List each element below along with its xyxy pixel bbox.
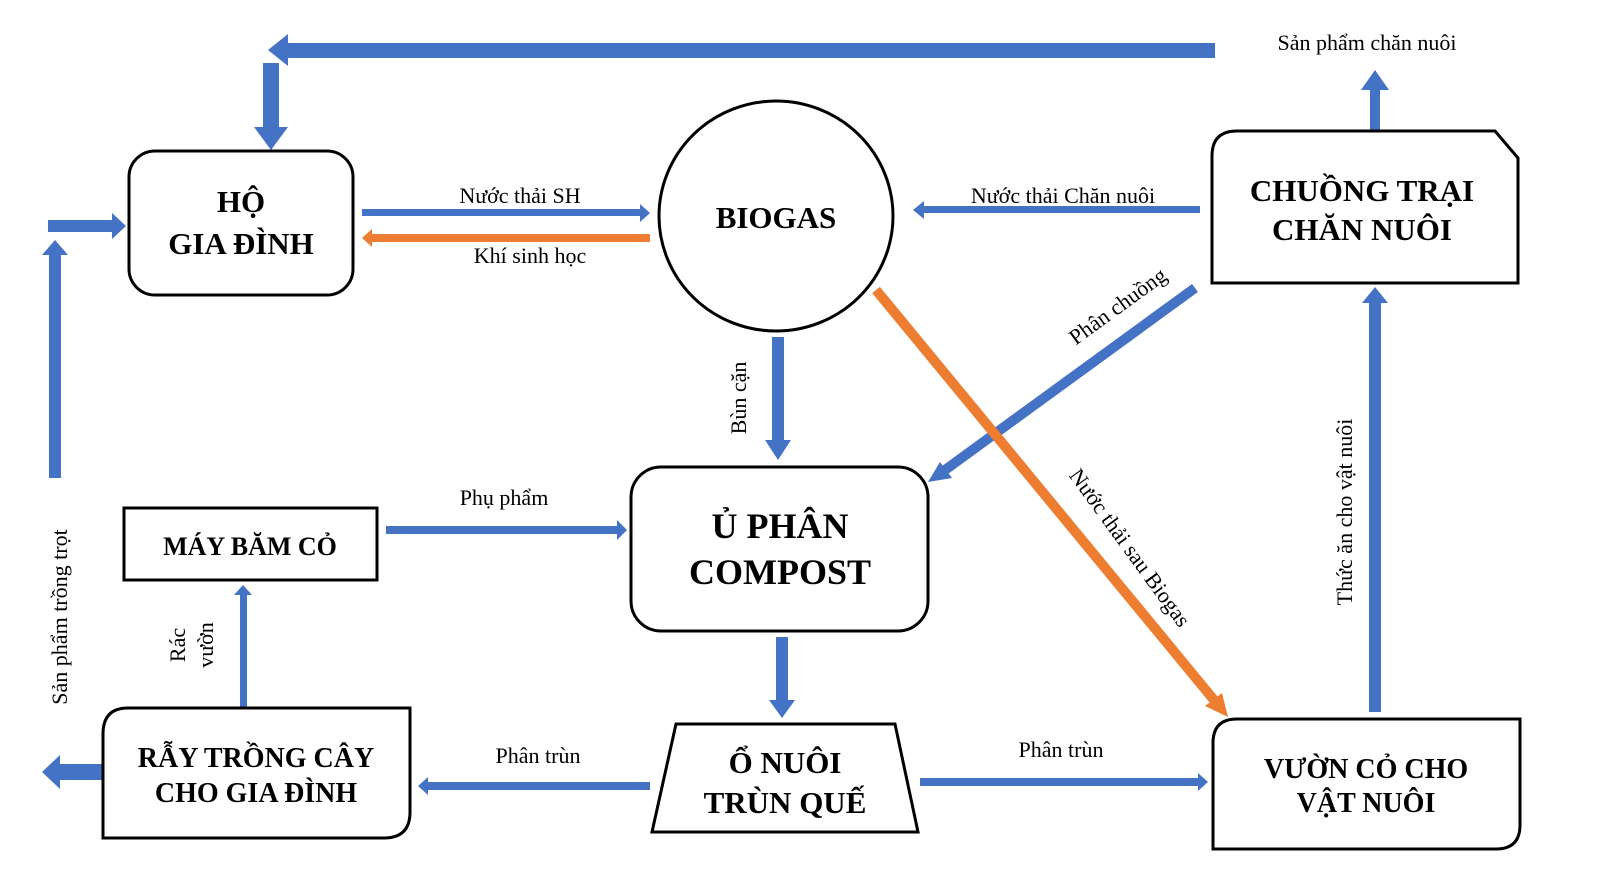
node-u-phan: Ủ PHÂN COMPOST <box>629 465 930 633</box>
arrow-thuc-an-cho-vat-nuoi <box>1362 287 1388 712</box>
arrow-u-phan-to-trun <box>769 637 795 718</box>
node-o-nuoi-trun-line-2: TRÙN QUẾ <box>704 784 867 820</box>
node-vuon-co-line-2: VẬT NUÔI <box>1297 788 1436 819</box>
arrow-phan-trun-right <box>920 773 1208 791</box>
node-o-nuoi-trun: Ổ NUÔI TRÙN QUẾ <box>650 722 920 834</box>
arrow-san-pham-chan-nuoi-down <box>254 63 288 150</box>
node-ray-trong-cay: RẪY TRỒNG CÂY CHO GIA ĐÌNH <box>101 706 412 840</box>
label-rac-vuon-line-2: vườn <box>193 622 218 668</box>
label-bun-can: Bùn cặn <box>726 362 751 435</box>
label-phan-trun-right: Phân trùn <box>1019 737 1104 762</box>
arrow-nuoc-thai-sau-biogas <box>872 286 1228 717</box>
label-rac-vuon-line-1: Rác <box>165 628 190 662</box>
label-khi-sinh-hoc: Khí sinh học <box>474 243 587 268</box>
node-may-bam-co: MÁY BĂM CỎ <box>122 506 379 582</box>
node-u-phan-line-1: Ủ PHÂN <box>712 506 849 546</box>
arrow-nuoc-thai-chan-nuoi <box>913 201 1200 219</box>
arrow-san-pham-trong-trot-vertical <box>42 240 68 478</box>
node-chuong-trai-line-2: CHĂN NUÔI <box>1272 212 1452 247</box>
label-phan-chuong: Phân chuồng <box>1064 262 1171 349</box>
arrow-khi-sinh-hoc <box>362 229 650 247</box>
label-nuoc-thai-sh: Nước thải SH <box>459 183 580 208</box>
arrow-phu-pham <box>386 520 627 540</box>
node-vuon-co: VƯỜN CỎ CHO VẬT NUÔI <box>1211 717 1522 851</box>
node-biogas-label: BIOGAS <box>716 200 837 235</box>
label-nuoc-thai-chan-nuoi: Nước thải Chăn nuôi <box>971 183 1155 208</box>
node-ho-gia-dinh-line-1: HỘ <box>217 184 265 219</box>
node-ray-trong-cay-line-2: CHO GIA ĐÌNH <box>155 778 357 809</box>
node-chuong-trai-line-1: CHUỒNG TRẠI <box>1250 172 1474 208</box>
node-ho-gia-dinh-line-2: GIA ĐÌNH <box>168 226 314 261</box>
label-san-pham-chan-nuoi: Sản phẩm chăn nuôi <box>1277 30 1456 55</box>
node-vuon-co-line-1: VƯỜN CỎ CHO <box>1264 754 1468 785</box>
arrow-phan-chuong <box>928 283 1198 482</box>
arrow-phan-trun-left <box>418 777 650 795</box>
arrow-san-pham-trong-trot-horizontal <box>48 213 126 239</box>
node-may-bam-co-label: MÁY BĂM CỎ <box>163 532 337 561</box>
node-u-phan-line-2: COMPOST <box>689 552 871 592</box>
node-biogas: BIOGAS <box>657 99 895 333</box>
arrow-ray-out-left <box>42 755 103 789</box>
arrow-chuong-trai-up <box>1361 70 1389 130</box>
arrow-rac-vuon <box>234 585 252 708</box>
label-phu-pham: Phụ phẩm <box>460 485 549 510</box>
arrow-nuoc-thai-sh <box>362 204 650 222</box>
arrow-san-pham-chan-nuoi-horizontal <box>268 34 1215 66</box>
node-o-nuoi-trun-line-1: Ổ NUÔI <box>729 744 842 780</box>
node-ray-trong-cay-line-1: RẪY TRỒNG CÂY <box>138 742 374 774</box>
label-thuc-an-cho-vat-nuoi: Thức ăn cho vật nuôi <box>1332 419 1357 606</box>
label-phan-trun-left: Phân trùn <box>496 743 581 768</box>
label-san-pham-trong-trot: Sản phẩm trồng trọt <box>47 529 72 704</box>
arrow-bun-can <box>765 337 791 460</box>
node-chuong-trai: CHUỒNG TRẠI CHĂN NUÔI <box>1210 129 1520 285</box>
node-ho-gia-dinh: HỘ GIA ĐÌNH <box>127 149 355 297</box>
